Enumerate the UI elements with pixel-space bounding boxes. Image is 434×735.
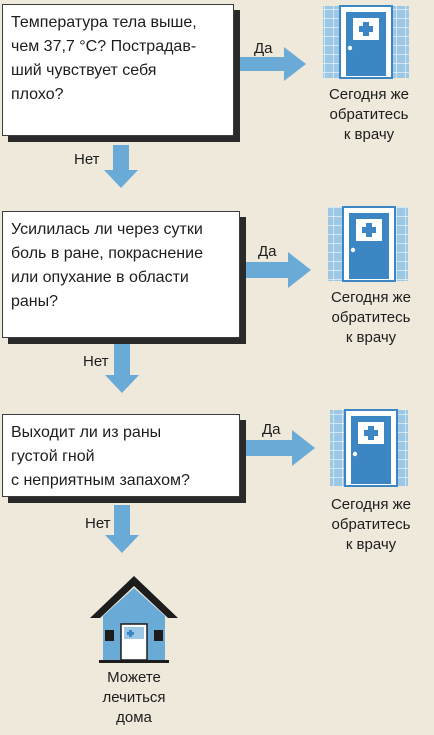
yes-label-3: Да <box>262 421 281 438</box>
result-text-1: Сегодня же обратитесь к врачу <box>328 86 410 143</box>
clinic-door-icon-1 <box>323 5 409 79</box>
clinic-door-icon-3 <box>330 409 408 487</box>
no-label-2: Нет <box>83 353 109 370</box>
no-arrow-1 <box>104 145 138 188</box>
question-box-1: Температура тела выше, чем 37,7 °С? Пост… <box>2 4 234 136</box>
result-text-2: Сегодня же обратитесь к врачу <box>330 289 412 346</box>
yes-arrow-1 <box>236 47 306 81</box>
house-icon <box>90 576 178 663</box>
yes-label-2: Да <box>258 243 277 260</box>
question-box-2: Усилилась ли через сутки боль в ране, по… <box>2 211 240 338</box>
no-arrow-3 <box>105 505 139 553</box>
yes-label-1: Да <box>254 40 273 57</box>
no-label-3: Нет <box>85 515 111 532</box>
question-box-3: Выходит ли из раны густой гной с неприят… <box>2 414 240 497</box>
yes-arrow-2 <box>240 252 311 288</box>
no-label-1: Нет <box>74 151 100 168</box>
no-arrow-2 <box>105 340 139 393</box>
final-text: Можете лечиться дома <box>102 669 166 726</box>
yes-arrow-3 <box>240 430 315 466</box>
result-text-3: Сегодня же обратитесь к врачу <box>330 496 412 553</box>
clinic-door-icon-2 <box>328 206 408 282</box>
